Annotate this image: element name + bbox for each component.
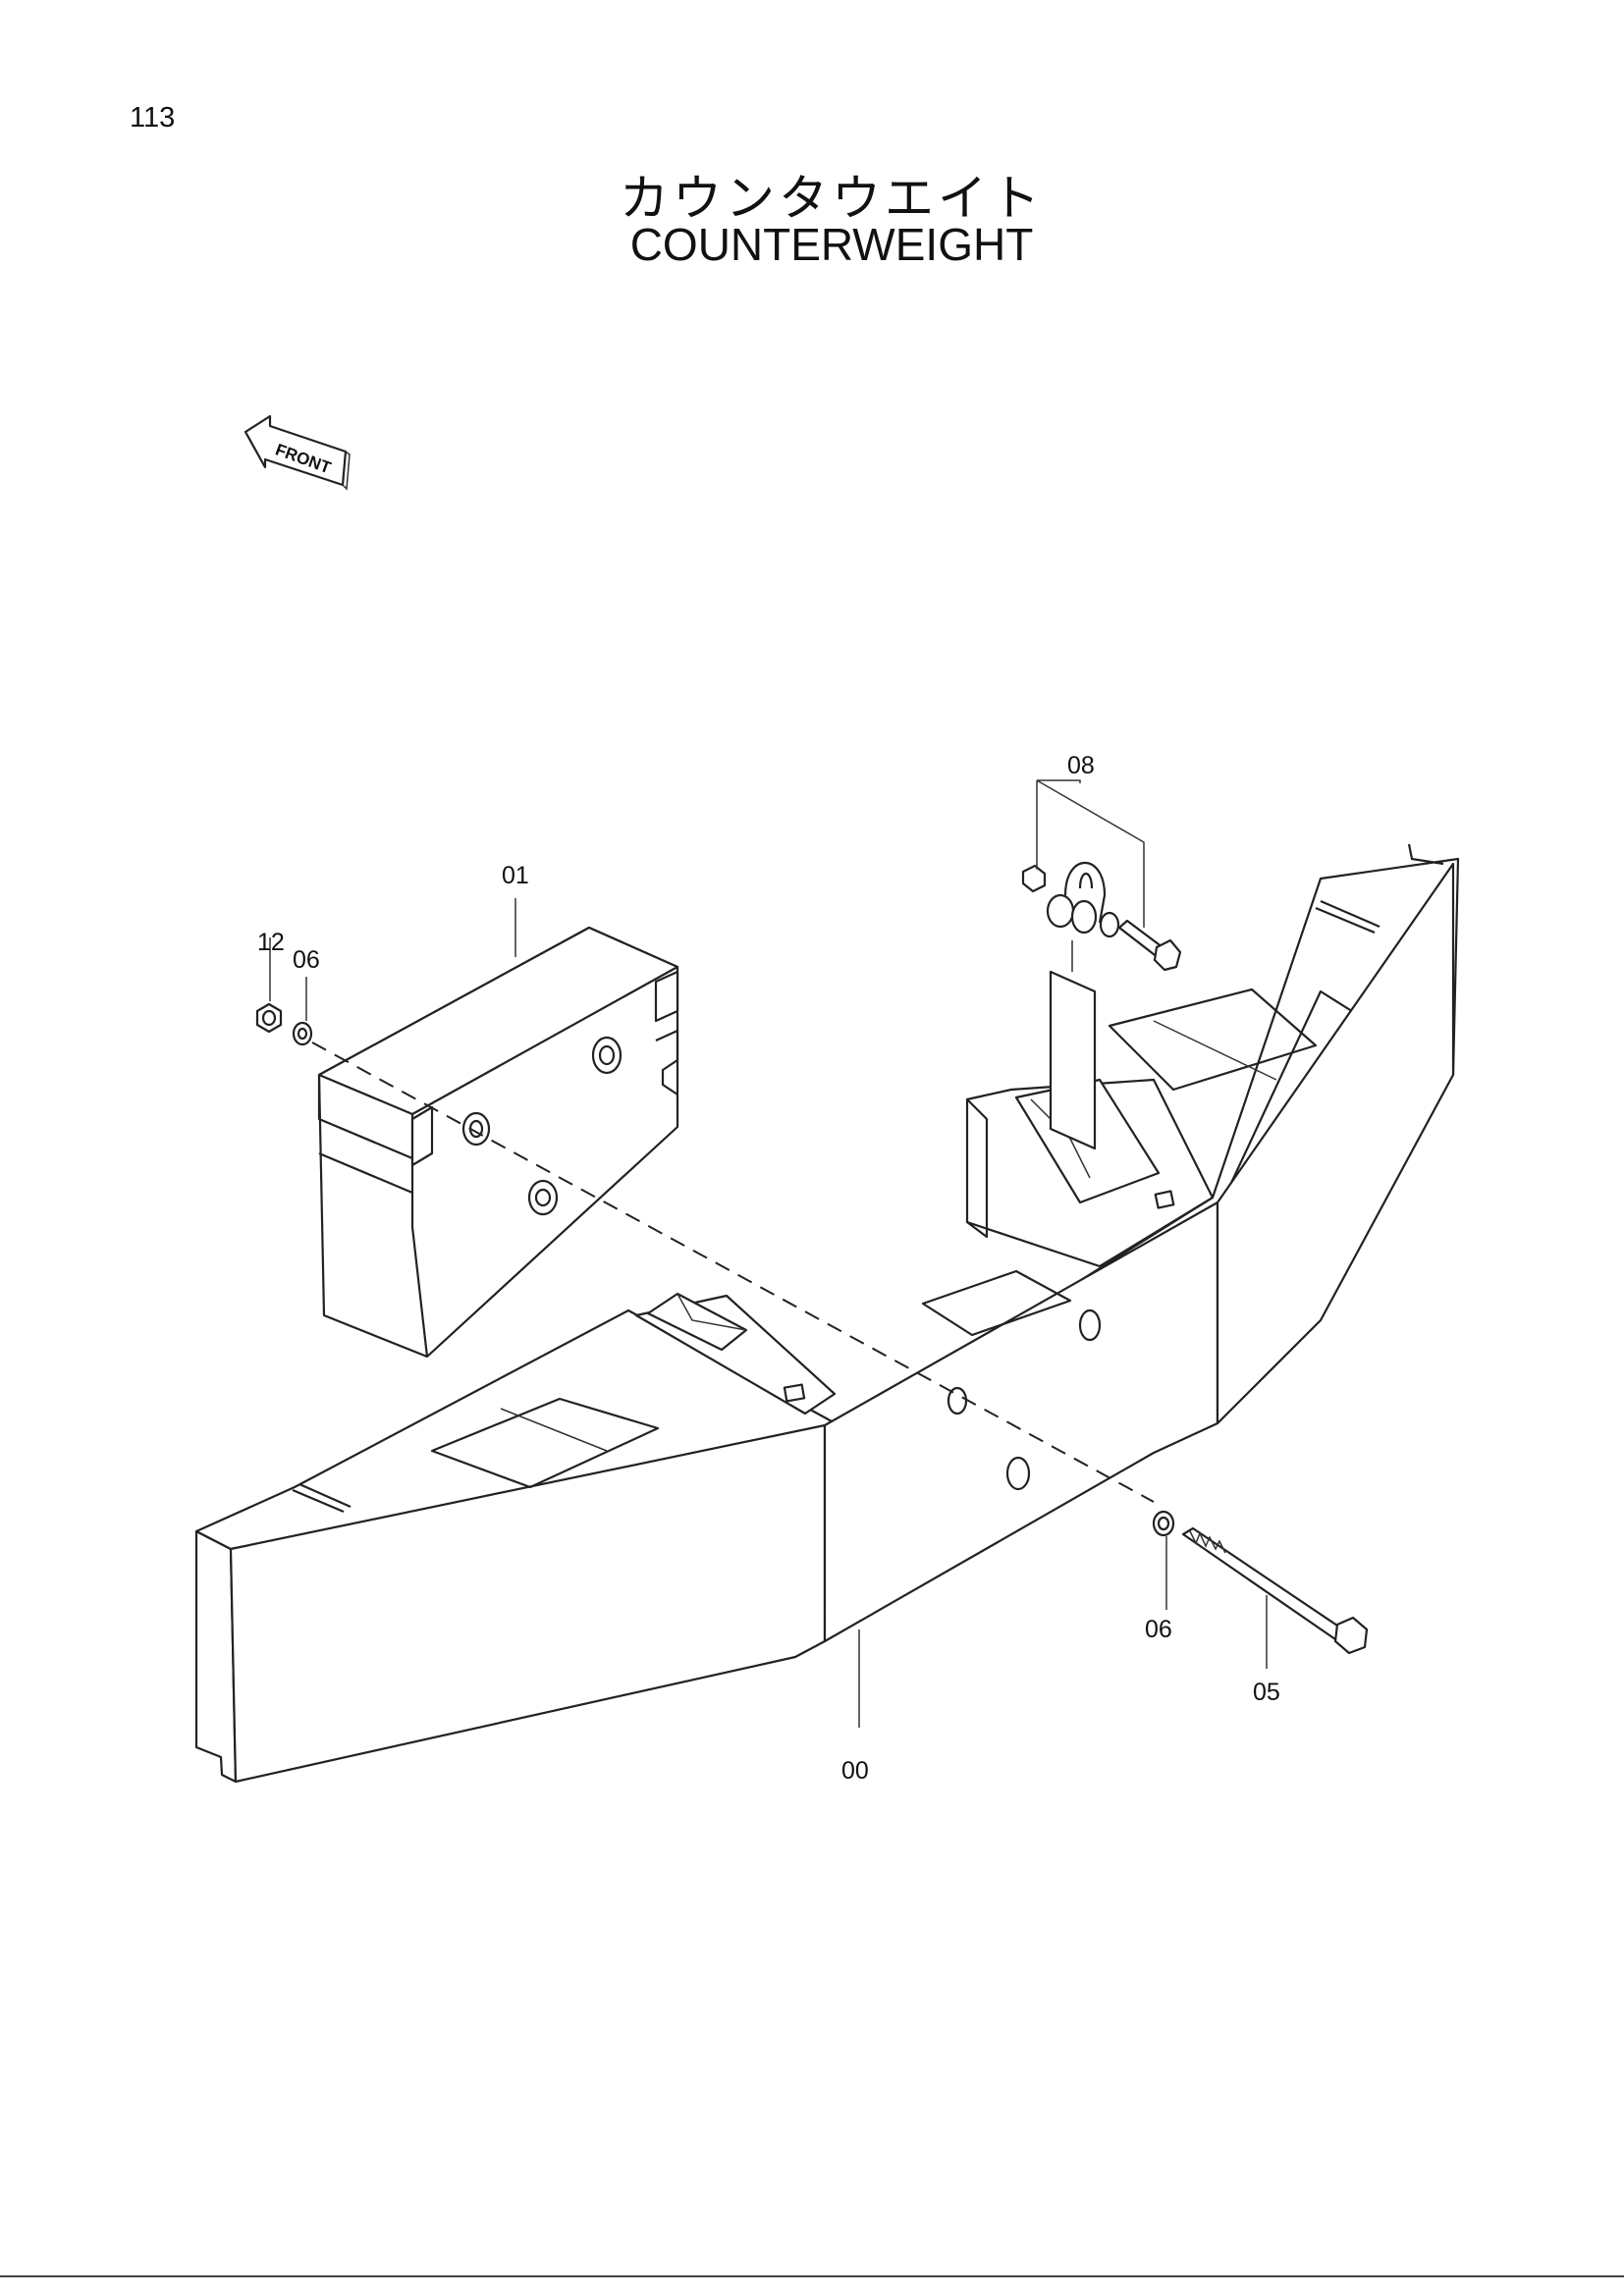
callout-label-00: 00 (841, 1757, 869, 1785)
page-number: 113 (130, 102, 176, 133)
leader-lines (269, 779, 1268, 1728)
callout-label-05: 05 (1253, 1679, 1280, 1706)
shackle-part-08 (1021, 861, 1182, 1150)
callout-label-12: 12 (257, 929, 285, 956)
title-japanese: カウンタウエイト (620, 170, 1044, 227)
assembly-axis-line (311, 1041, 1155, 1503)
callout-label-06-left: 06 (293, 946, 320, 974)
page-bottom-rule (0, 2275, 1624, 2277)
callout-label-06-right: 06 (1145, 1616, 1172, 1643)
bolt-part-05 (1181, 1526, 1369, 1655)
callout-label-01: 01 (502, 862, 529, 889)
nut-part-12 (255, 1002, 283, 1034)
side-weight-box (317, 926, 679, 1359)
title-english: COUNTERWEIGHT (629, 219, 1034, 270)
washer-part-06-right (1152, 1510, 1175, 1537)
washer-part-06-left (292, 1021, 313, 1046)
front-arrow-icon: FRONT (244, 414, 351, 491)
callout-label-08: 08 (1067, 752, 1095, 779)
